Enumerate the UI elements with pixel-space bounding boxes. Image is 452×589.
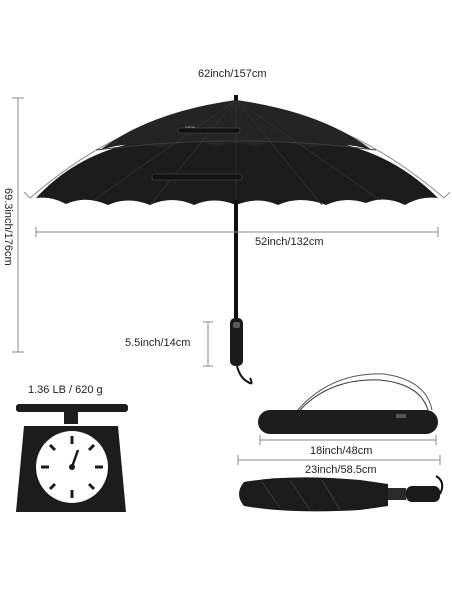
sleeve-measure-line — [259, 435, 437, 445]
folded-measure-line — [237, 455, 441, 465]
weighing-scale-icon — [16, 404, 128, 512]
handle-measure-line — [203, 321, 213, 367]
arc-length-label: 62inch/157cm — [198, 68, 267, 80]
open-umbrella — [36, 95, 438, 385]
folded-umbrella — [239, 475, 444, 512]
folded-length-label: 23inch/58.5cm — [305, 464, 377, 476]
brand-mark: G4Free — [185, 125, 196, 129]
umbrella-sleeve — [258, 373, 438, 434]
height-measure-line — [12, 97, 24, 353]
height-label: 69.3inch/176cm — [2, 188, 14, 266]
sleeve-length-label: 18inch/48cm — [310, 445, 373, 457]
width-measure-line — [35, 227, 439, 237]
weight-label: 1.36 LB / 620 g — [28, 384, 103, 396]
handle-length-label: 5.5inch/14cm — [125, 337, 191, 349]
canopy-width-label: 52inch/132cm — [255, 236, 324, 248]
